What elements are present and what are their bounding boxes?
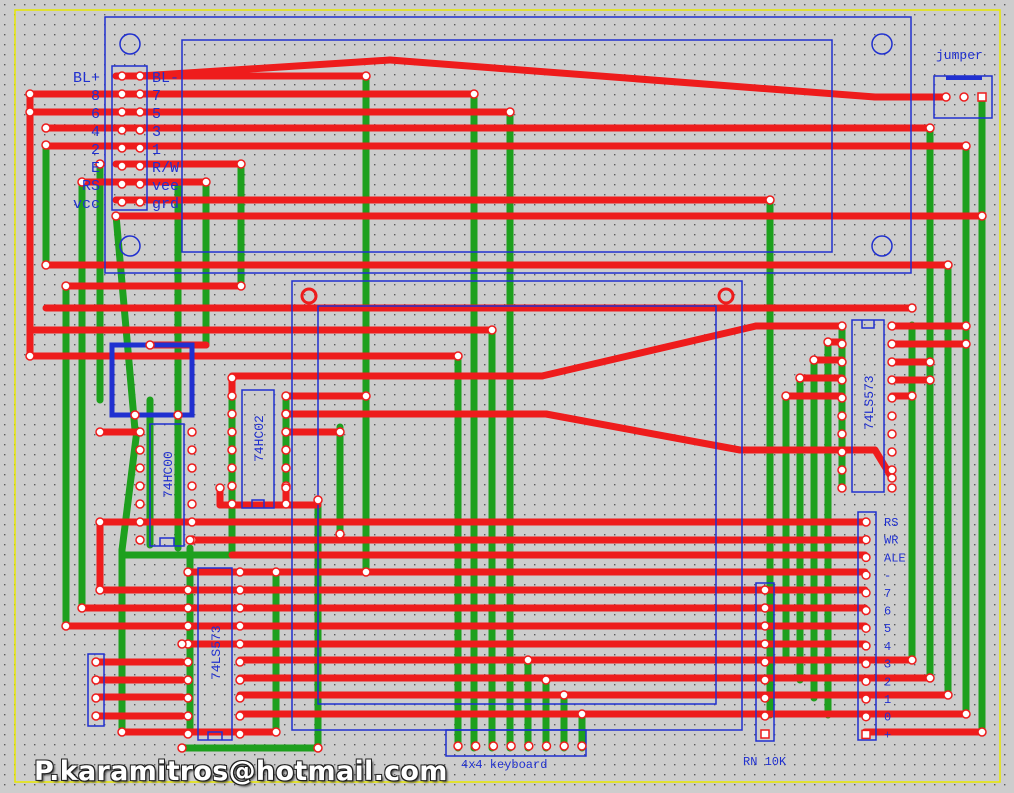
chip-u2-label: 74HC02	[252, 415, 267, 462]
lcd-label-right: vee	[152, 178, 179, 195]
connector-labels: RS WR ALE - 7 6 5 4 3 2 1 0 +	[884, 516, 906, 742]
connector-label: 1	[884, 693, 891, 707]
chip-u1-outline	[149, 423, 185, 547]
resistor-label: RN 10K	[743, 755, 787, 769]
connector-label: 7	[884, 587, 891, 601]
lcd-label-left: 6	[91, 106, 100, 123]
lcd-label-right: 7	[152, 88, 161, 105]
main-connector-outline	[857, 511, 877, 741]
lcd-label-left: 4	[91, 124, 100, 141]
lcd-label-right: grd	[152, 196, 179, 213]
board-outline	[14, 9, 1001, 783]
top-traces	[26, 56, 986, 736]
lcd-label-left: E	[91, 160, 100, 177]
chip-u3-outline	[197, 567, 233, 741]
keyboard-label: 4x4 keyboard	[461, 758, 547, 772]
connector-label: 6	[884, 605, 891, 619]
resistor-network-outline	[755, 582, 775, 742]
side-connector-outline	[87, 653, 105, 727]
chip-u4-label: 74LS573	[862, 375, 877, 430]
jumper-bar	[946, 76, 982, 80]
lcd-header	[111, 65, 148, 211]
connector-label: 5	[884, 622, 891, 636]
lcd-label-left: vcc	[73, 196, 100, 213]
lcd-mount-holes	[119, 33, 893, 257]
connector-label: RS	[884, 516, 898, 530]
keyboard-connector-outline	[445, 729, 587, 757]
lcd-screen	[181, 39, 833, 253]
lcd-label-left: 8	[91, 88, 100, 105]
chip-u2-outline	[241, 389, 275, 509]
connector-label: WR	[884, 534, 898, 548]
lcd-label-right: 5	[152, 106, 161, 123]
chip-u1-label: 74HC00	[161, 451, 176, 498]
connector-label: -	[884, 569, 891, 583]
chip-u3-label: 74LS573	[209, 625, 224, 680]
sub-board-inner	[317, 305, 717, 705]
board-mount-holes	[300, 287, 735, 305]
lcd-label-right: 3	[152, 124, 161, 141]
lcd-outline	[104, 16, 912, 274]
lcd-label-right: R/W	[152, 160, 179, 177]
lcd-label-left: BL+	[73, 70, 100, 87]
connector-label: 2	[884, 675, 891, 689]
author-email: P.karamitros@hotmail.com	[34, 756, 448, 787]
chip-u4-outline	[851, 319, 885, 493]
connector-label: +	[884, 728, 891, 742]
connector-label: ALE	[884, 551, 906, 565]
jumper-label: jumper	[936, 48, 983, 63]
connector-label: 4	[884, 640, 891, 654]
silkscreen	[87, 16, 993, 757]
lcd-label-right: BL-	[152, 70, 179, 87]
pads	[25, 71, 987, 753]
connector-label: 0	[884, 711, 891, 725]
lcd-label-left: RS	[82, 178, 100, 195]
lcd-label-left: 2	[91, 142, 100, 159]
lcd-label-right: 1	[152, 142, 161, 159]
connector-label: 3	[884, 658, 891, 672]
